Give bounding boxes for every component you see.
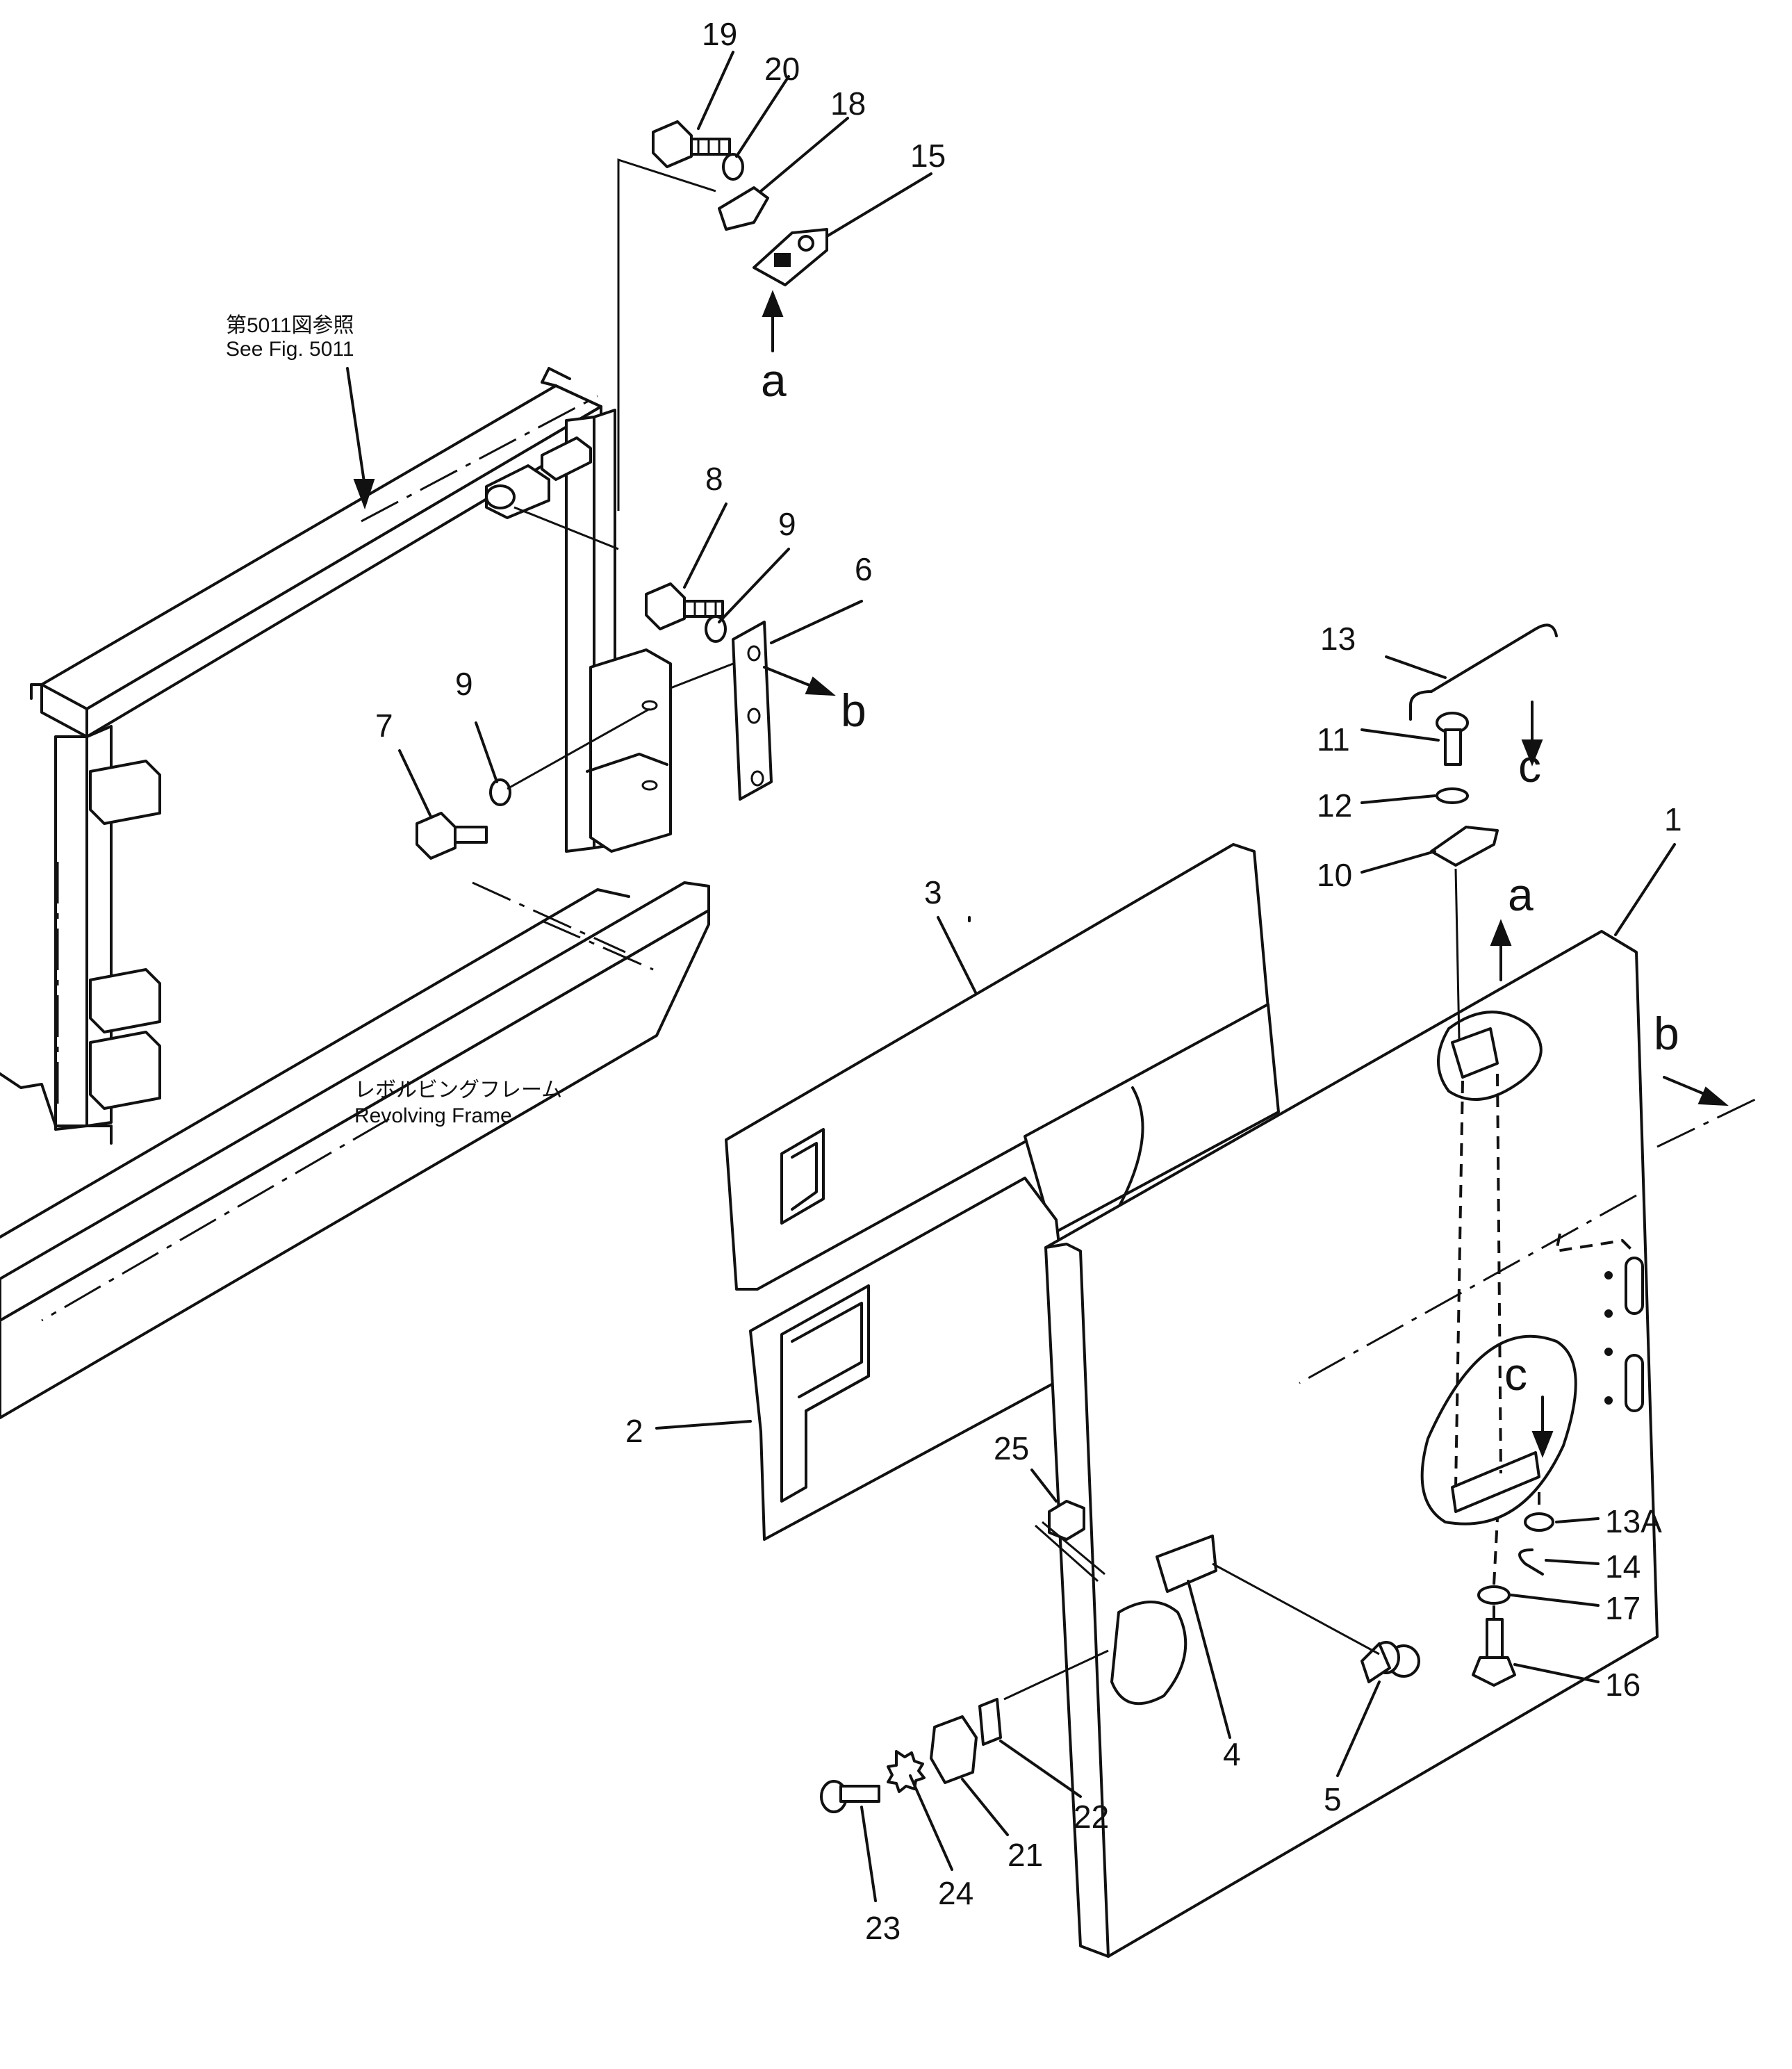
cover-3 (725, 843, 1280, 1291)
view-ref-c-top: c (1518, 740, 1541, 792)
callout-17: 17 (1605, 1590, 1641, 1626)
callout-15: 15 (910, 138, 946, 174)
view-ref-b-right: b (1654, 1008, 1679, 1059)
washer-12 (1436, 787, 1469, 804)
callout-9-lower: 9 (455, 666, 473, 702)
callout-9-upper: 9 (778, 506, 796, 542)
bolt-19 (652, 120, 731, 168)
plate-18 (718, 186, 769, 231)
callout-20: 20 (764, 51, 800, 87)
view-arrows (353, 290, 1729, 1458)
callout-10: 10 (1317, 857, 1352, 893)
nut-25 (1048, 1500, 1085, 1541)
revolving-frame-label-en: Revolving Frame (354, 1104, 512, 1127)
callout-19: 19 (702, 16, 737, 52)
screw-11 (1436, 712, 1469, 766)
callout-24: 24 (938, 1875, 973, 1911)
washer-9-upper (705, 615, 727, 643)
callout-3: 3 (924, 874, 942, 910)
cover-2 (749, 1177, 1075, 1541)
view-reference-letters: a b c a b c (761, 354, 1679, 1400)
clamp-21 (930, 1715, 978, 1784)
view-ref-a-top: a (761, 354, 787, 406)
callout-13: 13 (1320, 621, 1356, 657)
view-ref-b-bracket: b (841, 685, 866, 736)
screw-23 (820, 1780, 880, 1813)
callout-16: 16 (1605, 1667, 1641, 1703)
callout-4: 4 (1223, 1736, 1241, 1772)
washer-9-lower (489, 778, 511, 806)
hinge-6 (732, 621, 773, 801)
callout-7: 7 (375, 708, 393, 744)
revolving-frame-label-jp: レボルビングフレーム (354, 1079, 562, 1102)
latch-5 (1361, 1641, 1420, 1683)
plate-22 (978, 1698, 1002, 1746)
bolt-7 (416, 812, 488, 860)
callout-11: 11 (1317, 721, 1350, 758)
callout-6: 6 (855, 551, 873, 587)
washer-20 (722, 153, 744, 181)
callout-5: 5 (1324, 1781, 1342, 1817)
callout-2: 2 (625, 1413, 643, 1449)
callout-25: 25 (994, 1430, 1029, 1466)
callout-13a: 13A (1605, 1503, 1662, 1539)
rod-13 (1409, 623, 1558, 721)
callout-1: 1 (1664, 801, 1682, 837)
plate-10 (1430, 826, 1499, 867)
see-fig-note-jp: 第5011図参照 (226, 314, 354, 337)
callout-23: 23 (865, 1910, 901, 1946)
pin-14 (1518, 1548, 1544, 1576)
view-ref-c-inner: c (1504, 1348, 1527, 1400)
bolt-8 (645, 582, 724, 630)
callout-18: 18 (830, 85, 866, 122)
door-1 (1044, 930, 1759, 1958)
bolt-16 (1472, 1618, 1516, 1687)
callout-labels: 19 20 18 15 8 9 6 7 9 13 11 12 10 1 3 2 … (375, 16, 1682, 1946)
view-ref-a-right: a (1508, 869, 1534, 920)
leader-lines (346, 51, 1676, 1902)
callout-12: 12 (1317, 787, 1352, 824)
washer-13a (1524, 1512, 1554, 1532)
callout-22: 22 (1074, 1799, 1109, 1835)
see-fig-note-en: See Fig. 5011 (226, 338, 354, 361)
callout-21: 21 (1008, 1837, 1043, 1873)
striker-15 (753, 228, 828, 286)
washer-17 (1477, 1585, 1511, 1605)
lockwasher-24 (887, 1750, 926, 1793)
revolving-frame (0, 367, 710, 1419)
callout-8: 8 (705, 461, 723, 497)
notes: 第5011図参照 See Fig. 5011 レボルビングフレーム Revolv… (226, 314, 562, 1127)
callout-14: 14 (1605, 1548, 1641, 1585)
